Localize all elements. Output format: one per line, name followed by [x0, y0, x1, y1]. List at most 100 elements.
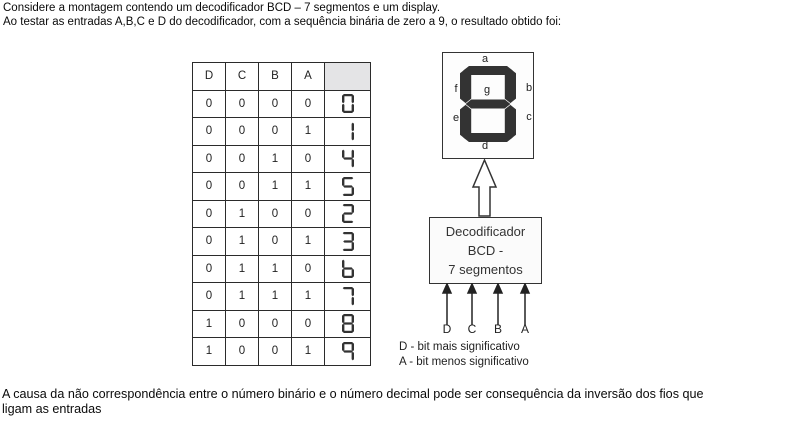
segment-g: [342, 212, 353, 215]
decoder-label-line1: Decodificador: [445, 224, 526, 239]
segment-f: [341, 259, 344, 269]
segment-b: [351, 287, 354, 297]
bit-cell-b: 0: [258, 199, 292, 228]
segment-f: [341, 177, 344, 187]
display-digit-cell: [324, 254, 371, 283]
segment-a: [342, 314, 353, 317]
segment-g: [342, 322, 353, 325]
segment-b: [351, 149, 354, 159]
bit-cell-b: 0: [258, 89, 292, 118]
bit-cell-c: 0: [225, 337, 259, 366]
decoder-label-line3: 7 segmentos: [448, 262, 523, 277]
header-display: [324, 62, 371, 91]
segment-e: [460, 104, 472, 140]
bit-cell-d: 0: [192, 89, 226, 118]
segment-b: [351, 122, 354, 132]
bit-cell-b: 0: [258, 227, 292, 256]
bit-cell-a: 0: [291, 309, 325, 338]
header-c: C: [225, 62, 259, 91]
segment-c: [351, 131, 354, 141]
bit-cell-b: 1: [258, 144, 292, 173]
header-a: A: [291, 62, 325, 91]
footer-line-2: ligam as entradas: [2, 402, 102, 416]
segment-d: [342, 330, 353, 334]
bit-cell-c: 1: [225, 227, 259, 256]
segment-f: [341, 314, 344, 324]
segment-e: [341, 268, 344, 278]
bit-cell-d: 1: [192, 309, 226, 338]
segment-g: [342, 267, 353, 270]
segment-e: [341, 323, 344, 333]
segment-b: [351, 342, 354, 352]
segment-c: [351, 323, 354, 333]
segment-label-f: f: [454, 83, 458, 95]
decoder-to-display-arrow-icon: [471, 158, 498, 217]
segment-a: [342, 341, 353, 345]
segment-c: [351, 103, 354, 113]
decoder-box: Decodificador BCD - 7 segmentos: [429, 217, 542, 284]
input-label-c: C: [467, 322, 477, 336]
segment-d: [342, 248, 353, 251]
bit-cell-d: 0: [192, 227, 226, 256]
display-digit-cell: [324, 337, 371, 366]
segment-g: [465, 99, 511, 109]
display-digit-cell: [324, 172, 371, 201]
bit-cell-d: 1: [192, 337, 226, 366]
bit-cell-c: 0: [225, 89, 259, 118]
header-b: B: [258, 62, 292, 91]
segment-c: [351, 268, 354, 278]
display-digit-cell: [324, 282, 371, 311]
bit-cell-b: 1: [258, 282, 292, 311]
segment-a: [342, 204, 353, 207]
segment-label-a: a: [481, 53, 489, 65]
bit-cell-a: 1: [291, 117, 325, 146]
display-digit-cell: [324, 144, 371, 173]
bit-cell-c: 0: [225, 172, 259, 201]
seven-segment-digit: [460, 66, 516, 147]
bit-cell-d: 0: [192, 199, 226, 228]
segment-g: [342, 157, 353, 160]
input-arrows-icon: [441, 283, 531, 325]
header-d: D: [192, 62, 226, 91]
bit-cell-a: 0: [291, 199, 325, 228]
bit-cell-c: 1: [225, 199, 259, 228]
display-digit-cell: [324, 89, 371, 118]
segment-label-c: c: [526, 111, 532, 123]
segment-a: [342, 231, 353, 235]
bit-cell-b: 0: [258, 117, 292, 146]
segment-f: [341, 94, 344, 104]
segment-label-e: e: [452, 112, 460, 124]
segment-g: [342, 185, 353, 188]
bit-cell-b: 1: [258, 254, 292, 283]
segment-a: [342, 94, 353, 97]
bit-cell-c: 1: [225, 254, 259, 283]
input-label-b: B: [493, 322, 502, 336]
bit-cell-a: 0: [291, 254, 325, 283]
segment-g: [342, 350, 353, 353]
segment-f: [341, 342, 344, 352]
display-digit-cell: [324, 309, 371, 338]
segment-c: [351, 186, 354, 196]
segment-d: [342, 220, 353, 224]
segment-b: [351, 232, 354, 242]
segment-b: [351, 314, 354, 324]
segment-c: [351, 296, 354, 306]
display-digit-cell: [324, 227, 371, 256]
bit-cell-d: 0: [192, 117, 226, 146]
bit-cell-b: 0: [258, 337, 292, 366]
bit-cell-b: 1: [258, 172, 292, 201]
bit-cell-c: 0: [225, 117, 259, 146]
bit-cell-d: 0: [192, 254, 226, 283]
bit-cell-a: 1: [291, 282, 325, 311]
bit-cell-a: 1: [291, 227, 325, 256]
segment-f: [460, 68, 472, 104]
